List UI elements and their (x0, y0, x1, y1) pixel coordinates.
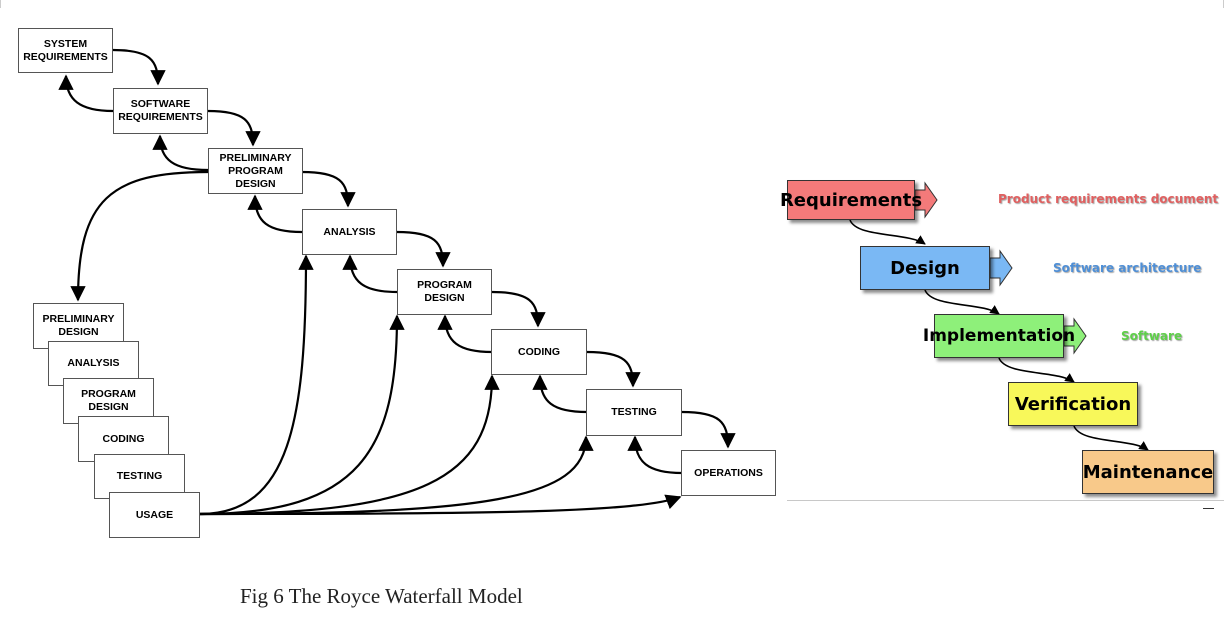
waterfall-connectors (849, 181, 1149, 451)
arrow-usage-to-testing (199, 435, 594, 516)
box-software-requirements: SOFTWARE REQUIREMENTS (113, 88, 208, 134)
wf-block-arrow-design (989, 249, 1013, 287)
box-program-design: PROGRAM DESIGN (397, 269, 492, 315)
arrow-prelim-to-analysis (301, 170, 356, 208)
arrow-testing-to-operations (681, 410, 736, 449)
stack-testing: TESTING (94, 454, 185, 499)
box-testing: TESTING (586, 389, 682, 436)
arrow-sysreq-to-swreq (112, 48, 166, 86)
phase-maintenance: Maintenance (1082, 450, 1214, 494)
phase-verification: Verification (1008, 382, 1138, 426)
box-system-requirements: SYSTEM REQUIREMENTS (18, 28, 113, 73)
phase-requirements: Requirements (780, 180, 922, 220)
arrow-usage-to-operations (199, 494, 682, 516)
arrow-prelim-to-stack (70, 170, 209, 302)
deliverable-product-requirements: Product requirements document (998, 192, 1219, 206)
box-preliminary-program-design: PRELIMINARY PROGRAM DESIGN (208, 148, 303, 194)
arrow-testing-back-to-coding (532, 374, 588, 414)
arrow-usage-to-analysis (199, 254, 314, 516)
figure-caption: Fig 6 The Royce Waterfall Model (240, 584, 523, 608)
phase-implementation: Implementation (923, 314, 1075, 358)
arrow-usage-to-progdesign (199, 314, 405, 516)
wf-block-arrow-implementation (1063, 317, 1087, 355)
left-edge-mark (0, 0, 1, 8)
wf-arrow-4 (1073, 425, 1149, 451)
deliverable-software-architecture: Software architecture (1053, 261, 1202, 275)
arrow-progdesign-to-coding (491, 290, 546, 328)
royce-connectors (58, 48, 736, 516)
deliverable-software: Software (1121, 329, 1183, 343)
arrow-coding-to-testing (586, 350, 641, 388)
corner-tick (1203, 508, 1214, 509)
box-coding: CODING (491, 329, 587, 375)
wf-arrow-3 (998, 357, 1075, 383)
arrow-analysis-to-progdesign (396, 230, 451, 268)
wf-block-arrow-requirements (914, 181, 938, 219)
arrow-swreq-back-to-sysreq (58, 74, 114, 113)
arrow-usage-to-coding (199, 374, 500, 516)
stack-usage: USAGE (109, 492, 200, 538)
wf-arrow-1 (849, 219, 926, 245)
waterfall-panel-border (787, 500, 1224, 501)
arrow-progdesign-back-to-analysis (342, 254, 398, 294)
arrow-operations-back-to-testing (627, 435, 683, 475)
box-analysis: ANALYSIS (302, 209, 397, 255)
box-operations: OPERATIONS (681, 450, 776, 496)
arrow-coding-back-to-progdesign (437, 314, 493, 354)
wf-arrow-2 (924, 289, 1000, 315)
arrow-swreq-to-prelim (207, 109, 261, 147)
arrow-prelim-back-to-swreq (152, 134, 209, 172)
phase-design: Design (860, 246, 990, 290)
arrow-analysis-back-to-prelim (247, 194, 303, 234)
